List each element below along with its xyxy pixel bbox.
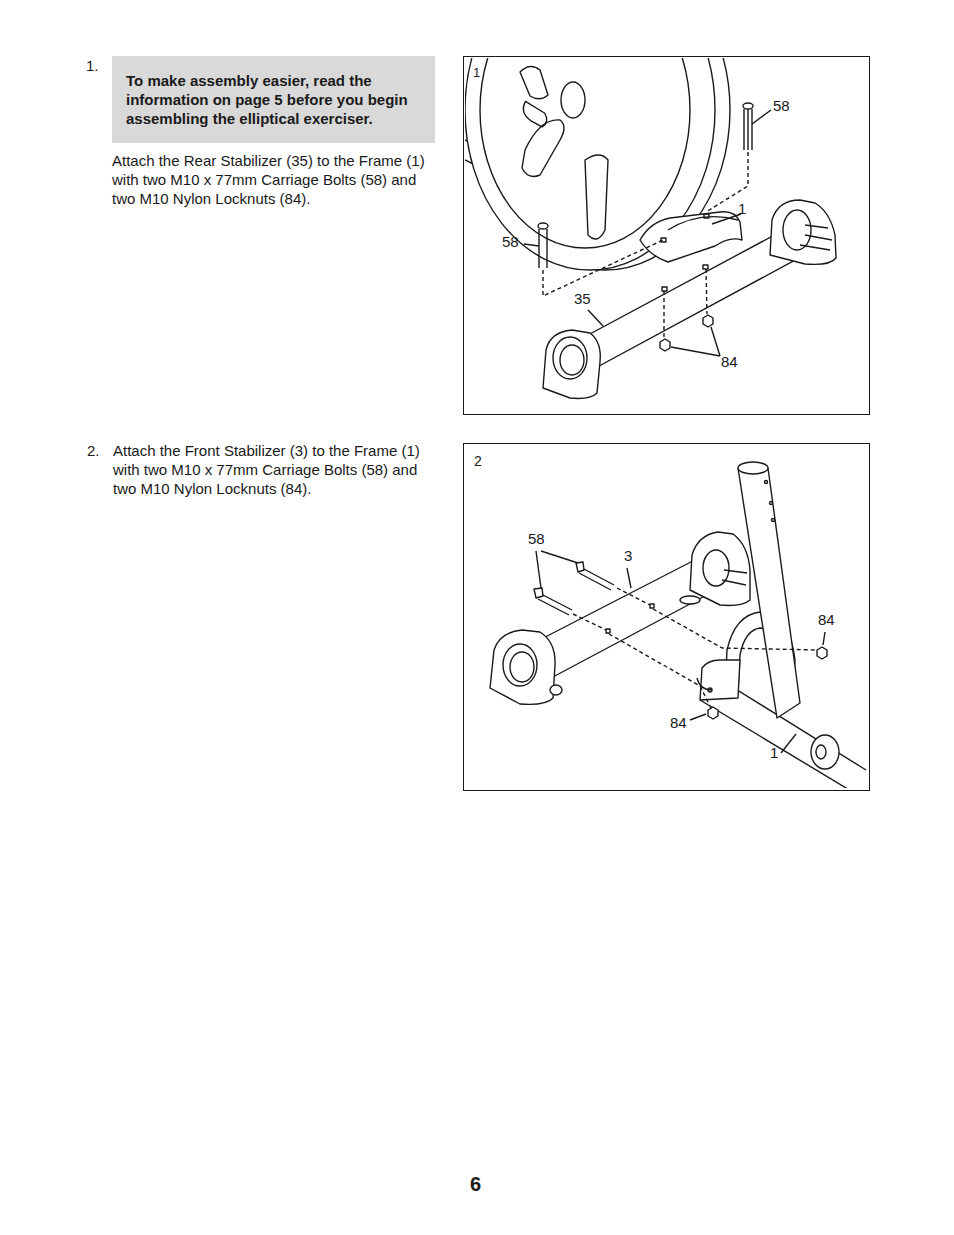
figure-frame: 2 xyxy=(463,443,870,791)
callout-number: 84 xyxy=(721,352,738,371)
note-box: To make assembly easier, read the inform… xyxy=(112,56,435,143)
figure-frame: 1 xyxy=(463,56,870,415)
step-instruction: Attach the Rear Stabilizer (35) to the F… xyxy=(112,151,442,208)
step-instruction: Attach the Front Stabilizer (3) to the F… xyxy=(113,441,443,498)
callout-number: 84 xyxy=(818,610,835,629)
callout-number: 58 xyxy=(528,529,545,548)
page-number: 6 xyxy=(470,1175,481,1194)
callout-number: 58 xyxy=(502,232,519,251)
rear-stabilizer-figure xyxy=(465,58,836,398)
step-number: 1. xyxy=(86,56,99,75)
front-stabilizer-figure xyxy=(490,462,866,788)
callout-number: 1 xyxy=(738,199,746,218)
callout-number: 1 xyxy=(770,743,778,762)
callout-number: 3 xyxy=(624,546,632,565)
figure-number: 2 xyxy=(474,452,859,471)
callout-number: 58 xyxy=(773,96,790,115)
step-number: 2. xyxy=(87,441,100,460)
note-text: To make assembly easier, read the inform… xyxy=(126,71,421,128)
figure-number: 1 xyxy=(473,63,860,82)
callout-number: 35 xyxy=(574,289,591,308)
callout-number: 84 xyxy=(670,713,687,732)
